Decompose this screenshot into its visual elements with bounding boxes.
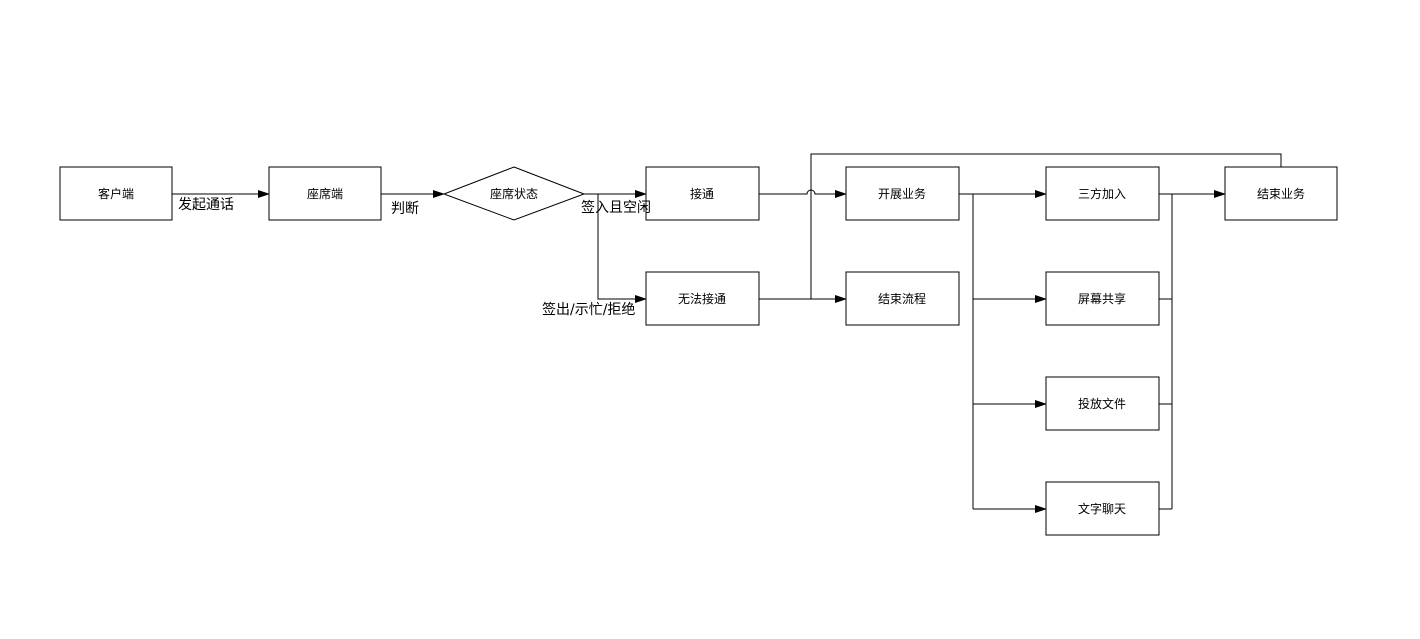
node-client-label: 客户端: [98, 186, 134, 201]
node-three-party: 三方加入: [1045, 166, 1160, 221]
node-agent-status: 座席状态: [442, 166, 586, 221]
node-send-file: 投放文件: [1045, 376, 1160, 431]
node-end-flow-label: 结束流程: [878, 291, 926, 306]
edge-status-to-not-connected: [597, 194, 647, 303]
node-screen-share-label: 屏幕共享: [1078, 291, 1126, 306]
node-connected-label: 接通: [690, 186, 714, 201]
edge-label-judge: 判断: [391, 201, 419, 217]
connectors: [172, 153, 1282, 513]
node-not-connected-label: 无法接通: [678, 291, 726, 306]
node-end-business-label: 结束业务: [1257, 186, 1305, 201]
edge-label-signed-in-idle: 签入且空闲: [581, 199, 651, 216]
node-agent-label: 座席端: [307, 186, 343, 201]
node-agent: 座席端: [268, 166, 382, 221]
node-start-business-label: 开展业务: [878, 186, 926, 201]
node-send-file-label: 投放文件: [1078, 396, 1126, 411]
node-connected: 接通: [645, 166, 760, 221]
node-three-party-label: 三方加入: [1078, 186, 1126, 201]
edge-connected-to-start-business: [759, 189, 847, 198]
node-text-chat: 文字聊天: [1045, 481, 1160, 536]
edge-end-business-loop: [810, 153, 1282, 299]
edge-label-signed-out-busy-reject: 签出/示忙/拒绝: [542, 301, 635, 318]
node-end-flow: 结束流程: [845, 271, 960, 326]
edge-label-initiate-call: 发起通话: [178, 197, 234, 213]
node-end-business: 结束业务: [1224, 166, 1338, 221]
node-text-chat-label: 文字聊天: [1078, 501, 1126, 516]
node-screen-share: 屏幕共享: [1045, 271, 1160, 326]
node-start-business: 开展业务: [845, 166, 960, 221]
node-not-connected: 无法接通: [645, 271, 760, 326]
node-agent-status-label: 座席状态: [490, 186, 538, 201]
node-client: 客户端: [59, 166, 173, 221]
